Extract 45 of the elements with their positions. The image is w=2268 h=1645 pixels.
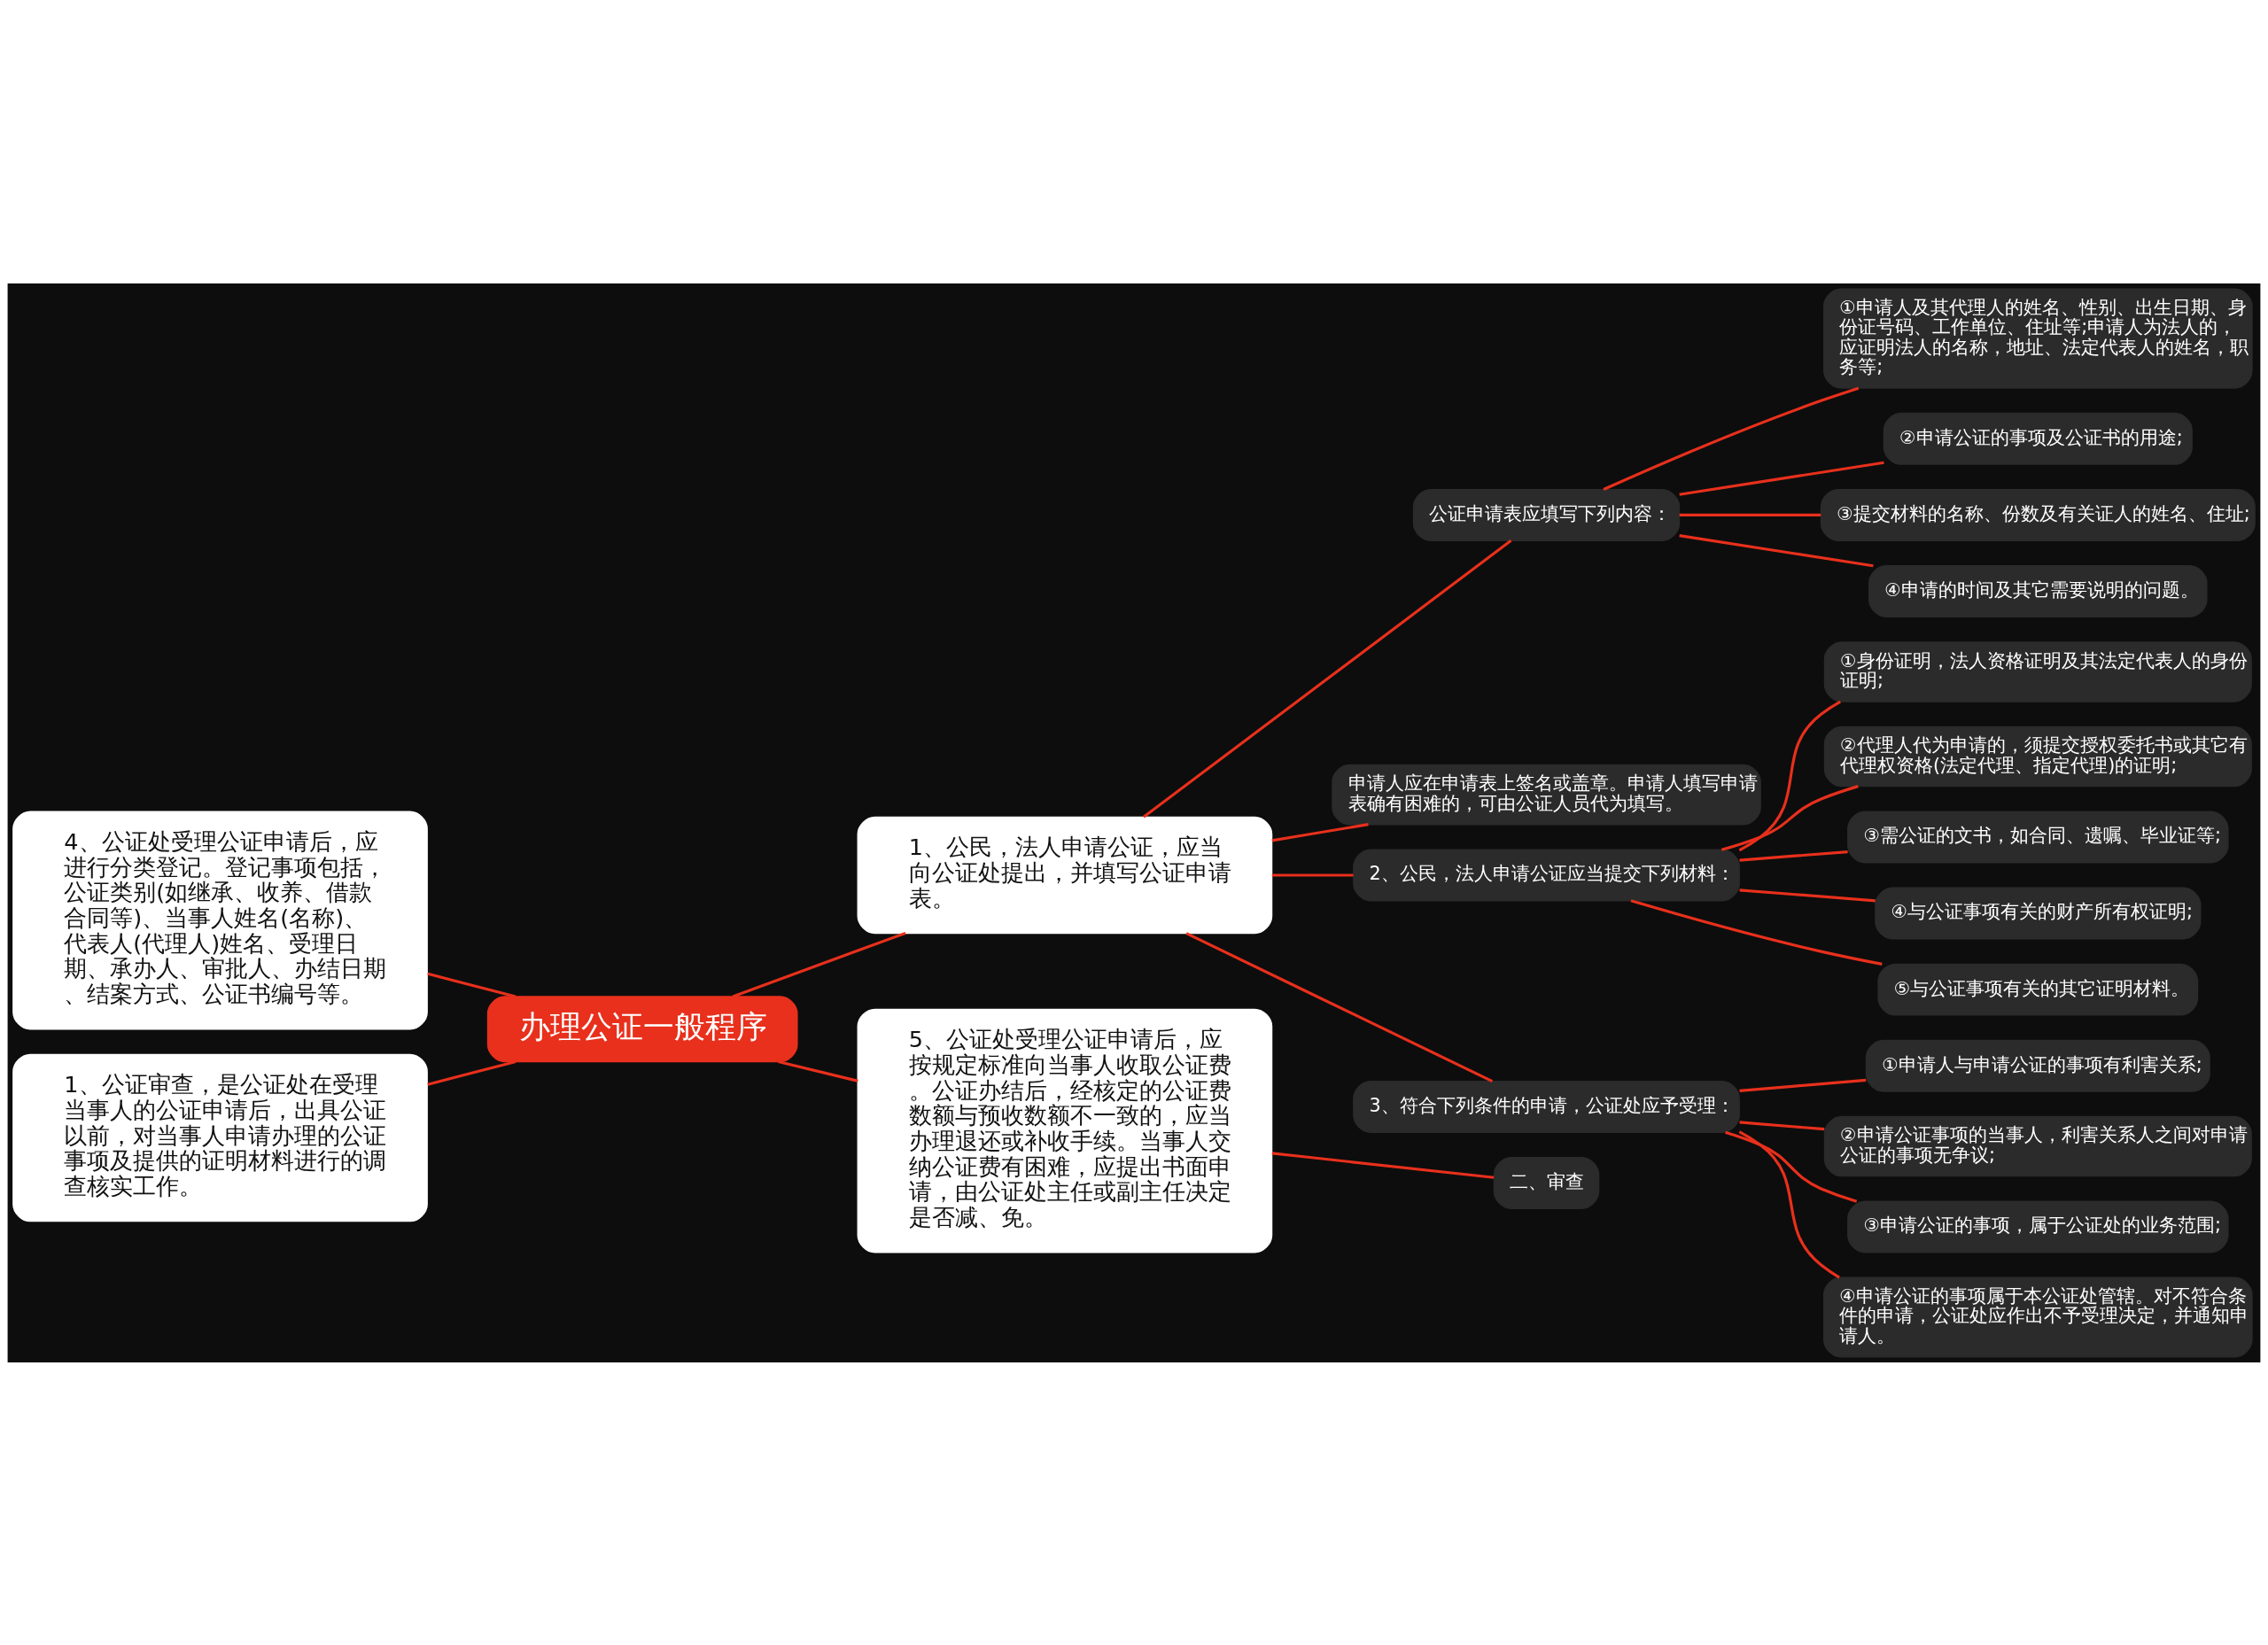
connector [1679,461,1884,496]
node-box: ④与公证事项有关的财产所有权证明; [1875,887,2202,940]
node-box: ③需公证的文书，如合同、遗嘱、毕业证等; [1847,810,2229,863]
node-box: 5、公证处受理公证申请后，应按规定标准向当事人收取公证费。公证办结后，经核定的公证费数额与预收数额不一致的，应当办理退还或补收手续。当事人交纳公证费有困难，应提出书面申请，由公证处主任或副主任决定是否减、免。 [857,1008,1273,1253]
node-box: 办理公证一般程序 [486,995,798,1062]
node-box: 1、公民，法人申请公证，应当向公证处提出，并填写公证申请表。 [857,816,1273,934]
connector [1142,539,1512,818]
node-box: ①申请人与申请公证的事项有利害关系; [1865,1039,2210,1092]
connector [1185,931,1494,1082]
node-box: ③申请公证的事项，属于公证处的业务范围; [1847,1199,2229,1253]
node-box: 3、符合下列条件的申请，公证处应予受理： [1353,1080,1740,1133]
connector [1630,898,1883,966]
node-box: 4、公证处受理公证申请后，应进行分类登记。登记事项包括，公证类别(如继承、收养、借款合同等)、当事人姓名(名称)、代表人(代理人)姓名、受理日期、承办人、审批人、办结日期、结案方式、公证书编号等。 [12,810,428,1030]
connector [1271,1151,1495,1179]
connector [1739,888,1876,902]
connector [427,1059,517,1086]
node-box: ⑤与公证事项有关的其它证明材料。 [1877,963,2199,1016]
node-box: 二、审查 [1493,1156,1600,1209]
connector [1720,784,1859,851]
node-box: 1、公证审查，是公证处在受理当事人的公证申请后，出具公证以前，对当事人申请办理的公证事项及提供的证明材料进行的调查核实工作。 [12,1053,428,1222]
connector [1725,1130,1858,1203]
node-box: ③提交材料的名称、份数及有关证人的姓名、住址; [1820,488,2256,541]
node-box: ④申请公证的事项属于本公证处管辖。对不符合条件的申请，公证处应作出不予受理决定，并通知申请人。 [1823,1276,2253,1357]
connector [1739,850,1848,862]
node-box: 2、公民，法人申请公证应当提交下列材料： [1353,849,1740,901]
connector [732,931,906,997]
connector [1679,513,1821,516]
connector [1603,386,1860,491]
connector [1271,873,1354,877]
connector [1738,1129,1840,1278]
node-box: ②申请公证事项的当事人，利害关系人之间对申请公证的事项无争议; [1823,1115,2252,1176]
connector [1679,533,1874,567]
node-box: ②申请公证的事项及公证书的用途; [1883,412,2193,465]
node-box: 公证申请表应填写下列内容： [1412,488,1681,541]
connector [1739,1078,1867,1092]
node-box: ④申请的时间及其它需要说明的问题。 [1868,564,2208,617]
connector [778,1059,858,1082]
node-box: ①身份证明，法人资格证明及其法定代表人的身份证明; [1823,640,2252,702]
connector [1738,700,1842,851]
node-box: ①申请人及其代理人的姓名、性别、出生日期、身份证号码、工作单位、住址等;申请人为法人的，应证明法人的名称，地址、法定代表人的姓名，职务等; [1823,288,2253,389]
node-box: ②代理人代为申请的，须提交授权委托书或其它有代理权资格(法定代理、指定代理)的证明; [1823,726,2252,787]
connector [1271,822,1369,842]
connector [427,972,517,998]
node-box: 申请人应在申请表上签名或盖章。申请人填写申请表确有困难的，可由公证人员代为填写。 [1332,764,1761,825]
connector [1739,1120,1825,1130]
